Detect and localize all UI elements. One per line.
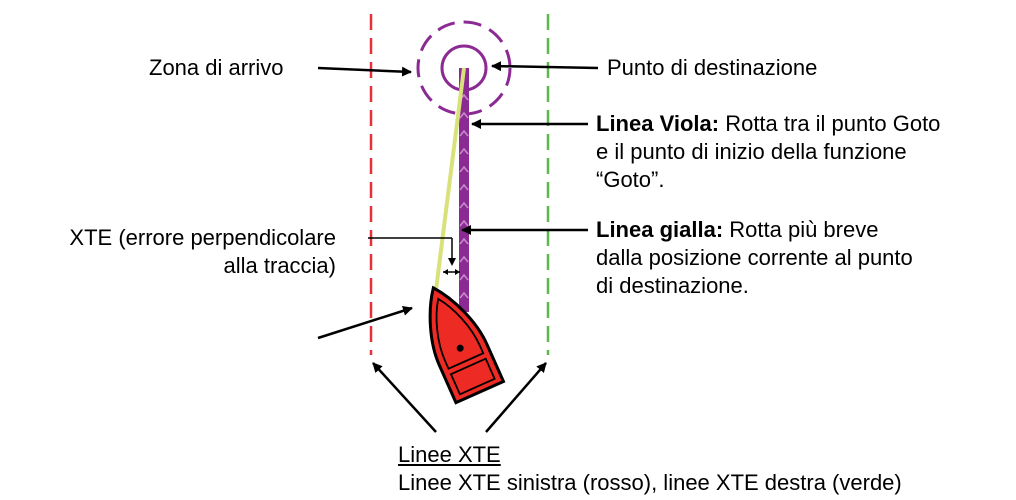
yellow-line-text-3: di destinazione.	[596, 273, 749, 298]
purple-line-text-2: e il punto di inizio della funzione	[596, 139, 907, 164]
purple-line-text-1: Rotta tra il punto Goto	[719, 111, 941, 136]
yellow-course-line	[434, 67, 466, 291]
xte-lines-caption: Linee XTE Linee XTE sinistra (rosso), li…	[398, 441, 902, 497]
xte-label-line-2: alla traccia)	[223, 253, 336, 278]
destination-point-arrow	[491, 61, 599, 72]
yellow-line-description: Linea gialla: Rotta più breve dalla posi…	[596, 216, 913, 300]
purple-line-title: Linea Viola:	[596, 111, 720, 136]
purple-course-line	[459, 68, 469, 312]
xte-arrow-right	[455, 269, 460, 275]
arrival-zone-label: Zona di arrivo	[149, 55, 284, 80]
boat-arrow	[317, 305, 413, 340]
left-xte-pointer-arrow	[372, 362, 437, 433]
xte-label-line-1: XTE (errore perpendicolare	[69, 225, 336, 250]
xte-lines-title: Linee XTE	[398, 442, 501, 467]
arrival-zone-circle	[416, 20, 512, 116]
yellow-line-title: Linea gialla:	[596, 217, 724, 242]
boat-icon	[428, 285, 506, 405]
destination-point-label: Punto di destinazione	[607, 55, 818, 80]
right-xte-pointer-arrow	[485, 362, 547, 433]
xte-lines-description: Linee XTE sinistra (rosso), linee XTE de…	[398, 470, 902, 495]
purple-line-description: Linea Viola: Rotta tra il punto Goto e i…	[596, 110, 940, 194]
yellow-line-text-2: dalla posizione corrente al punto	[596, 245, 913, 270]
purple-line-chevrons	[459, 93, 469, 299]
arrival-zone-arrow	[317, 66, 412, 77]
xte-label: XTE (errore perpendicolare alla traccia)	[69, 224, 336, 280]
purple-line-text-3: “Goto”.	[596, 167, 665, 192]
xte-arrow-left	[443, 269, 448, 275]
yellow-line-text-1: Rotta più breve	[723, 217, 879, 242]
xte-arrow-down	[448, 258, 456, 266]
